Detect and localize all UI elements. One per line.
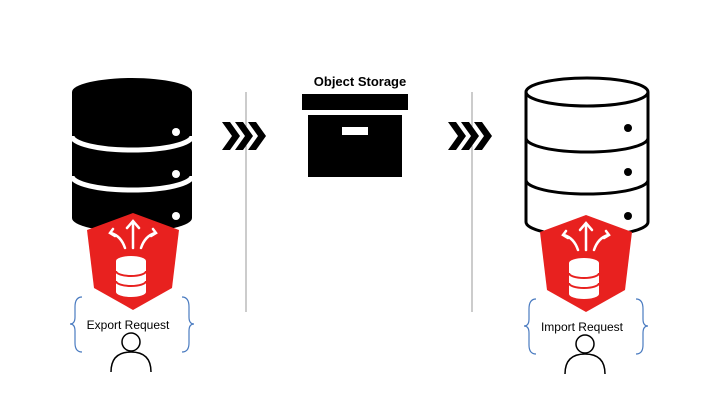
export-request-brace <box>69 296 195 353</box>
chevron-arrows-icon-left <box>222 122 266 150</box>
chevron-arrows-icon-right <box>448 122 492 150</box>
export-badge-icon <box>87 213 179 310</box>
import-badge-icon <box>540 215 632 312</box>
import-user-icon <box>564 334 606 375</box>
target-database-indicators <box>624 124 632 220</box>
source-database-icon <box>69 78 195 232</box>
import-request-brace <box>523 298 649 355</box>
object-storage-title: Object Storage <box>313 74 407 89</box>
archive-box-icon <box>302 94 408 177</box>
target-database-icon <box>524 76 650 238</box>
import-request-label: Import Request <box>540 320 624 334</box>
export-user-icon <box>110 332 152 373</box>
export-request-label: Export Request <box>86 318 170 332</box>
